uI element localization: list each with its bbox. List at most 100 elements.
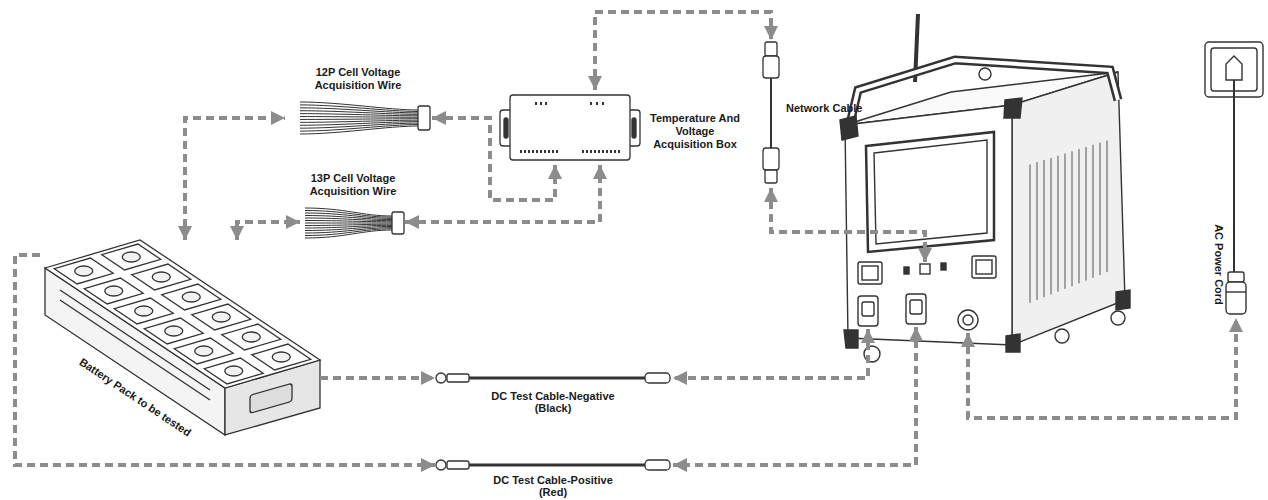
acquisition-box — [544, 150, 546, 153]
tester-device — [1086, 147, 1087, 281]
battery-pack — [250, 383, 292, 413]
battery-pack — [182, 292, 200, 302]
battery-pack — [242, 332, 260, 342]
tester-link — [673, 327, 916, 465]
tester-device — [1006, 334, 1020, 352]
acquisition-wire — [300, 118, 418, 120]
dashed-connector — [320, 376, 435, 380]
network-cable — [763, 56, 779, 78]
dc-cable — [436, 460, 446, 470]
tester-device — [858, 262, 882, 284]
component-node: AC Power Cord — [1200, 40, 1265, 325]
battery-pack — [174, 338, 233, 364]
tester-device — [979, 68, 991, 80]
dc-cable — [469, 377, 645, 380]
acquisition-box — [540, 150, 542, 153]
battery-pack — [75, 266, 93, 276]
acquisition-box — [528, 150, 530, 153]
network-cable — [770, 78, 772, 148]
dc-cable — [645, 373, 670, 383]
wire-label: 12P Cell Voltage Acquisition Wire — [298, 66, 418, 92]
battery-pack — [162, 284, 221, 310]
tester-device — [1093, 145, 1094, 278]
battery-pack — [212, 312, 230, 322]
acquisition-box — [582, 150, 584, 153]
acquisition-box — [586, 150, 588, 153]
battery-pack — [165, 326, 183, 336]
ac-power-cord — [1226, 291, 1246, 292]
acquisition-box — [552, 150, 554, 153]
tester-device — [1012, 72, 1125, 345]
battery-pack — [45, 240, 320, 435]
tester-device — [850, 60, 1118, 124]
battery-pack — [144, 318, 203, 344]
dc-cable — [469, 464, 645, 467]
acquisition-wire — [300, 126, 418, 134]
battery-label: Battery Pack to be tested — [48, 337, 222, 459]
acquisition-box — [548, 150, 550, 153]
cable-label: DC Test Cable-Positive (Red) — [478, 474, 628, 498]
acquisition-box — [556, 150, 558, 153]
acquisition-box — [535, 102, 537, 105]
acquisition-box — [590, 102, 592, 105]
acquisition-wire — [300, 102, 418, 110]
acquisition-wire — [418, 106, 430, 130]
battery-pack — [252, 344, 311, 370]
tester-link — [968, 318, 1236, 418]
acquisition-box — [606, 150, 608, 153]
dashed-connector — [595, 12, 771, 90]
dashed-connector — [432, 118, 555, 200]
acquisition-wire — [305, 208, 404, 238]
ac-power-cord — [1233, 80, 1235, 272]
acquisition-box — [618, 150, 620, 153]
dc-cable — [645, 460, 670, 470]
acquisition-box — [596, 102, 598, 105]
ac-power-cord — [1226, 56, 1242, 80]
tester-device — [910, 300, 922, 314]
dashed-connector — [15, 255, 435, 465]
component-node: 12P Cell Voltage Acquisition Wire — [285, 100, 432, 136]
tester-device — [862, 266, 878, 280]
box-label: Temperature And Voltage Acquisition Box — [650, 112, 740, 151]
acquisition-box — [524, 150, 526, 153]
wire-label: 13P Cell Voltage Acquisition Wire — [293, 172, 413, 198]
acquisition-box — [602, 102, 604, 105]
tester-device — [1037, 162, 1038, 300]
tester-device — [1051, 158, 1052, 295]
battery-pack — [132, 264, 191, 290]
tester-device — [972, 256, 996, 278]
tester-device — [1111, 311, 1125, 325]
tester-device — [845, 105, 1012, 345]
tester-device — [958, 310, 978, 330]
component-node: Temperature And Voltage Acquisition Box — [500, 90, 640, 165]
tester-device — [1055, 329, 1069, 343]
component-node: 13P Cell Voltage Acquisition Wire — [300, 206, 405, 238]
component-node: DC Test Cable-Positive (Red) — [435, 457, 672, 473]
tester-device — [858, 296, 878, 326]
battery-pack — [204, 358, 263, 384]
tester-device — [1065, 154, 1066, 289]
acquisition-box — [632, 118, 636, 138]
acquisition-box — [545, 102, 547, 105]
acquisition-box — [540, 102, 542, 105]
tester-device — [1044, 160, 1045, 297]
tester-link — [673, 188, 1236, 465]
acquisition-box — [610, 150, 612, 153]
dashed-connector — [237, 222, 300, 240]
tester-device — [862, 302, 874, 316]
acquisition-box — [510, 95, 630, 160]
tester-device — [920, 264, 930, 274]
battery-pack — [54, 258, 113, 284]
battery-pack — [222, 324, 281, 350]
tester-device — [976, 260, 992, 274]
cable-label: Network Cable — [786, 102, 808, 115]
network-cable — [765, 170, 777, 183]
acquisition-box — [594, 150, 596, 153]
tester-device — [904, 267, 909, 274]
acquisition-wire — [305, 208, 392, 216]
dc-cable — [447, 374, 469, 382]
tester-device — [906, 294, 926, 324]
tester-device — [941, 263, 946, 270]
